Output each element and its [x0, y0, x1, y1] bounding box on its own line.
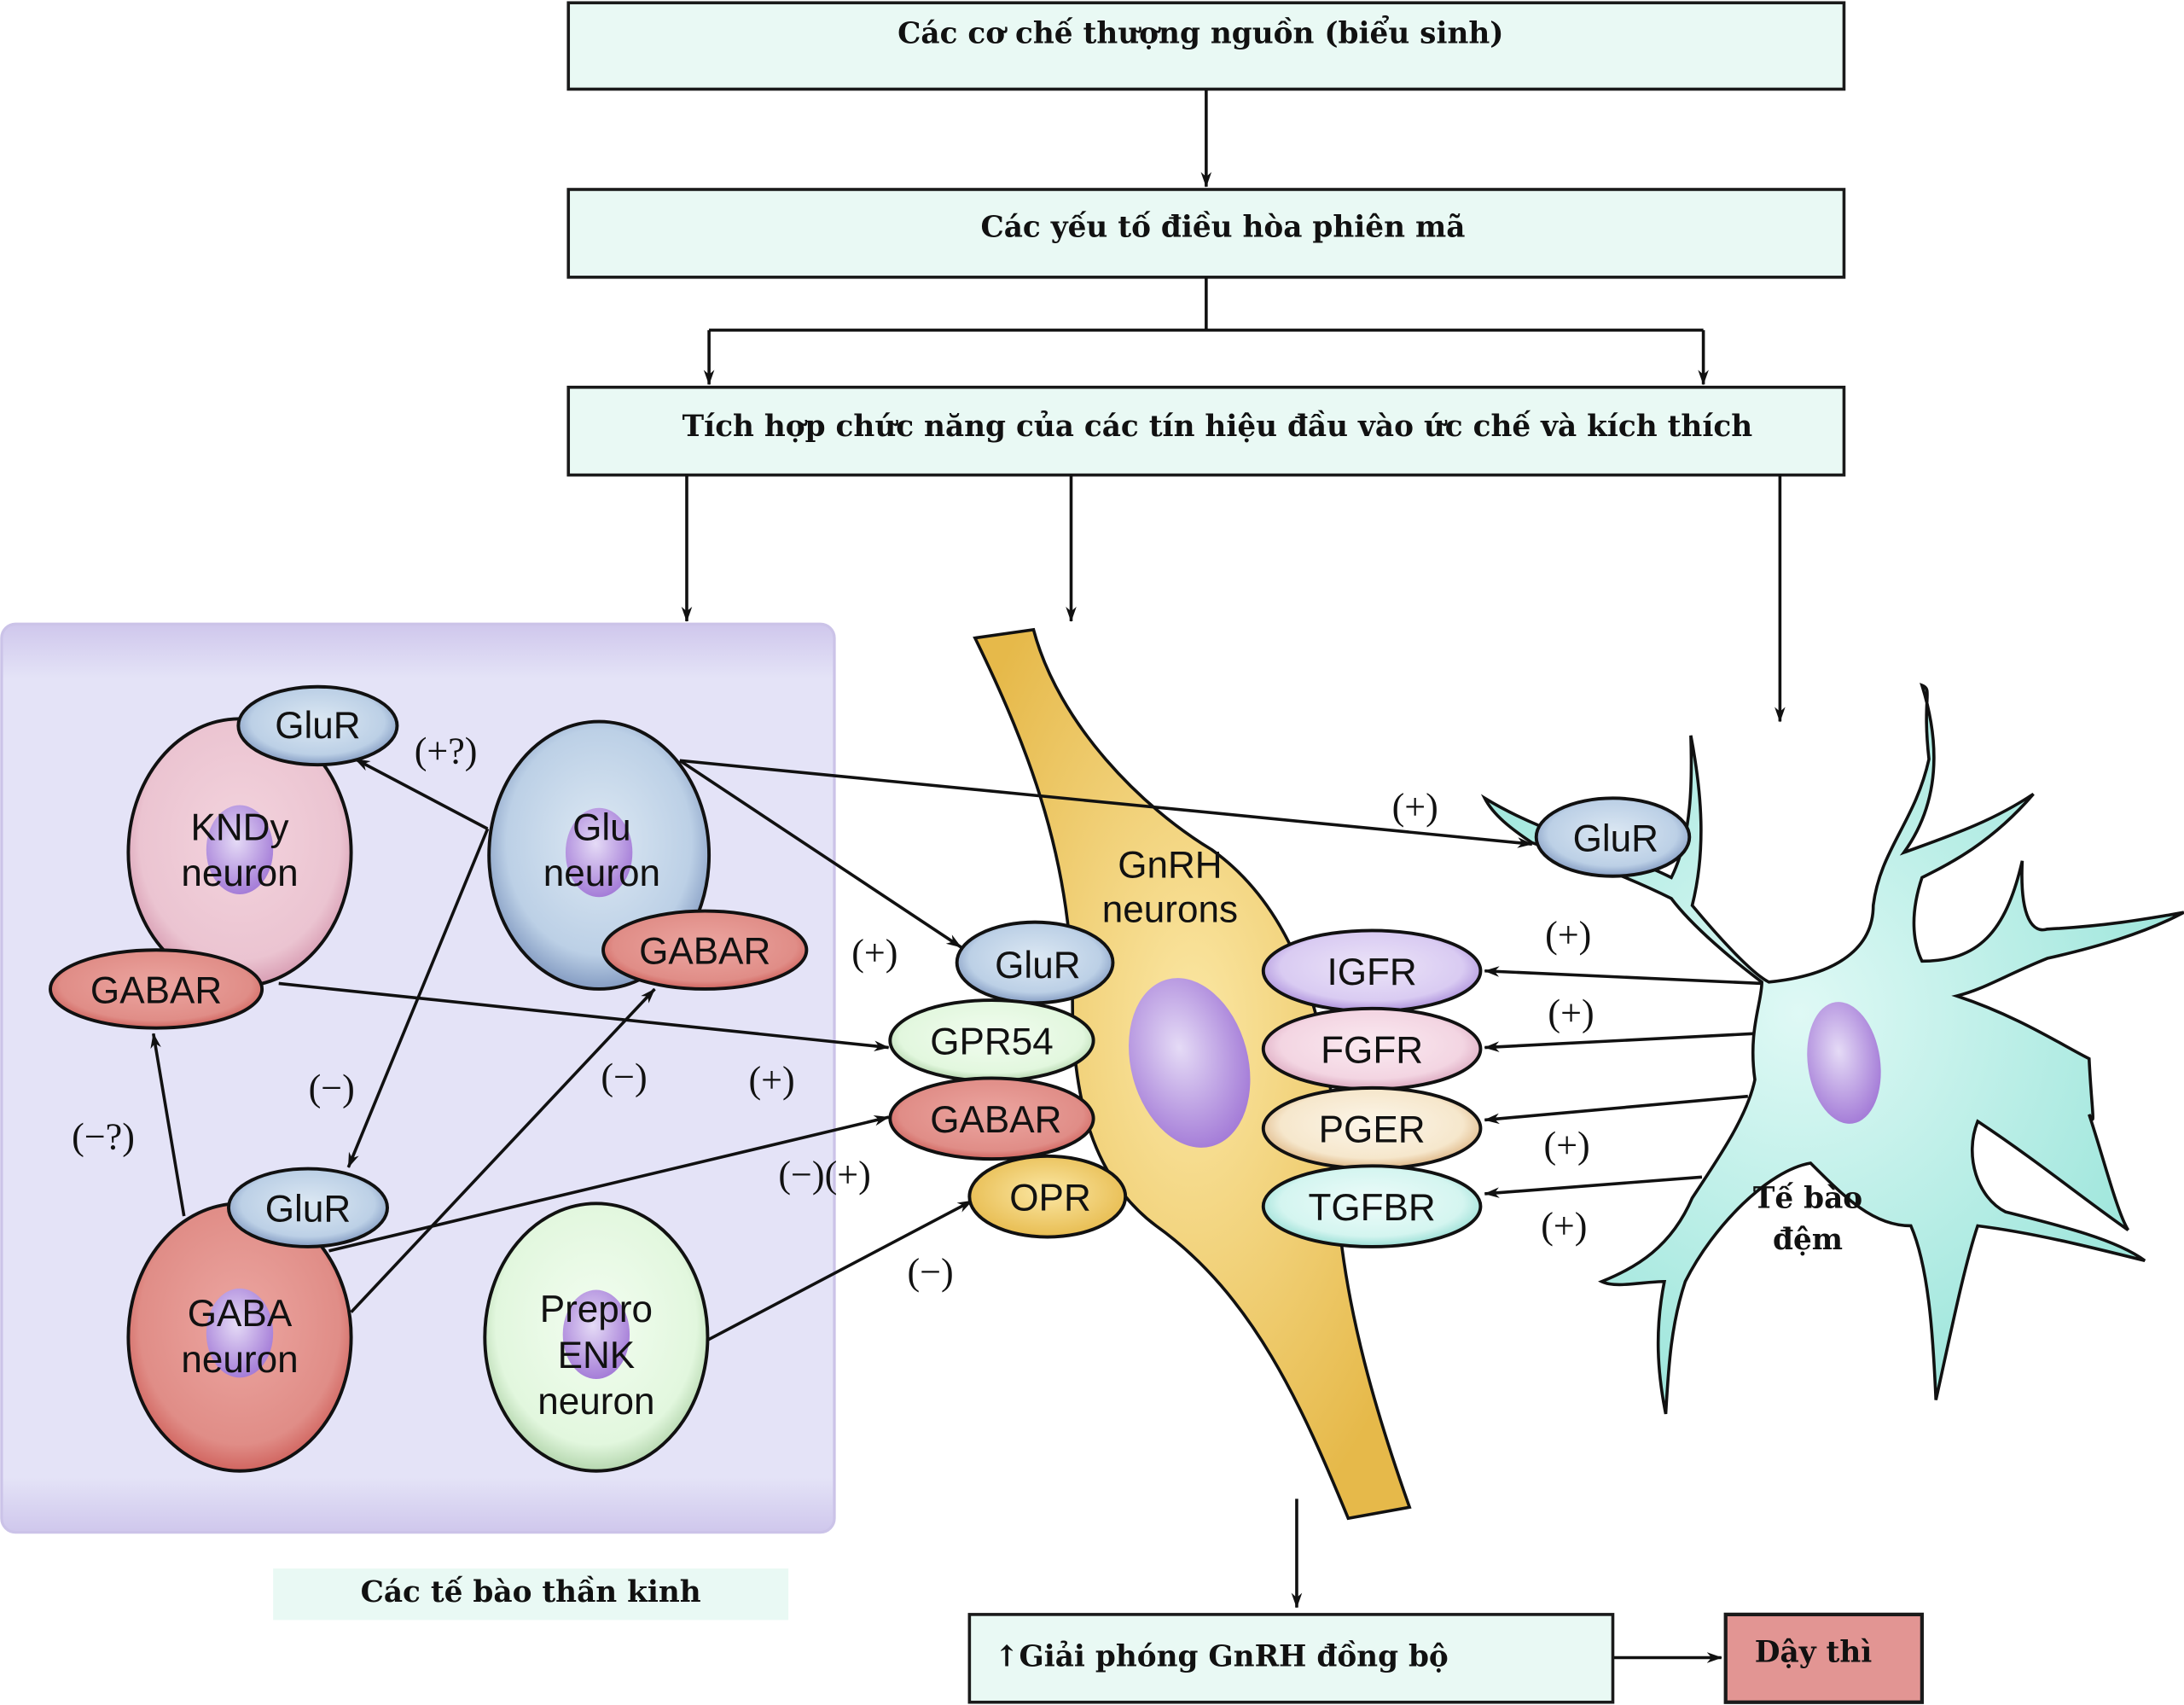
arrow-kndy-to-gpr54: [278, 981, 890, 1051]
signal-arrows: [150, 758, 1763, 1663]
svg-text:OPR: OPR: [1009, 1178, 1090, 1219]
sign-pger: (+): [1544, 1124, 1590, 1166]
svg-text:GluR: GluR: [275, 705, 360, 747]
sign-gaba-to-kndy: (−?): [72, 1116, 135, 1158]
gnrh-receptor-glur: GluR: [955, 920, 1115, 1005]
arrow-gaba-to-glu-gabar: [350, 987, 656, 1313]
sign-glu-to-gaba: (−): [309, 1068, 355, 1109]
arrow-transcription-to-integration: [703, 276, 1709, 386]
svg-text:GluR: GluR: [995, 945, 1080, 986]
gnrh-label-line1: GnRH: [1118, 844, 1222, 886]
arrow-glia-to-tgfbr: [1484, 1175, 1703, 1198]
gnrh-receptor-fgfr: FGFR: [1261, 1006, 1483, 1091]
svg-text:GABAR: GABAR: [90, 969, 222, 1011]
release-box: ↑Giải phóng GnRH đồng bộ: [967, 1613, 1615, 1704]
gnrh-receptor-opr: OPR: [967, 1154, 1128, 1239]
gaba-label-1: GABA: [188, 1293, 293, 1335]
arrow-glia-to-igfr: [1484, 966, 1763, 986]
kndy-label-1: KNDy: [190, 806, 288, 848]
glia-label-line1: Tế bào: [1753, 1181, 1862, 1215]
sign-glu-to-kndy: (+?): [415, 730, 478, 772]
release-box-label: ↑Giải phóng GnRH đồng bộ: [995, 1639, 1449, 1673]
arrow-glu-to-glia-glur: [679, 759, 1533, 848]
puberty-box: Dậy thì: [1723, 1612, 1925, 1704]
upstream-box-label: Các cơ chế thượng nguồn (biểu sinh): [897, 16, 1503, 51]
svg-text:GluR: GluR: [265, 1189, 351, 1231]
enk-label-3: neuron: [537, 1381, 654, 1423]
enk-label-1: Prepro: [540, 1289, 653, 1330]
receptor-kndy-gabar: GABAR: [49, 948, 264, 1030]
sign-tgfbr: (+): [1541, 1205, 1587, 1247]
svg-text:PGER: PGER: [1319, 1109, 1426, 1151]
puberty-box-label: Dậy thì: [1755, 1635, 1873, 1669]
svg-text:GABAR: GABAR: [639, 931, 770, 973]
arrow-enk-to-opr: [706, 1199, 973, 1341]
gaba-neuron: GABA neuron: [126, 1202, 353, 1473]
enk-nucleus: [562, 1289, 630, 1380]
gnrh-receptor-gabar: GABAR: [888, 1076, 1095, 1161]
svg-text:TGFBR: TGFBR: [1308, 1187, 1435, 1229]
svg-text:GPR54: GPR54: [930, 1021, 1054, 1063]
glia-label-line2: đệm: [1773, 1223, 1843, 1257]
enk-label-2: ENK: [558, 1335, 636, 1376]
neurons-caption-bg: [273, 1568, 789, 1621]
upstream-box: Các cơ chế thượng nguồn (biểu sinh): [566, 1, 1846, 91]
arrow-gaba-to-gnrh-gabar: [328, 1114, 890, 1253]
gnrh-nucleus: [1129, 978, 1251, 1148]
sign-kndy-to-gpr54: (+): [748, 1059, 794, 1101]
sign-igfr: (+): [1545, 914, 1591, 956]
transcription-box-label: Các yếu tố điều hòa phiên mã: [980, 210, 1465, 244]
gnrh-receptor-igfr: IGFR: [1261, 928, 1483, 1014]
gnrh-receptor-pger: PGER: [1261, 1085, 1483, 1171]
arrow-glia-to-fgfr: [1484, 1032, 1756, 1052]
gaba-nucleus: [206, 1288, 274, 1378]
neurons-caption: Các tế bào thần kinh: [361, 1575, 701, 1609]
receptor-kndy-glur: GluR: [236, 684, 399, 767]
sign-glu-to-gnrh-glur: (+): [851, 932, 897, 974]
transcription-box: Các yếu tố điều hòa phiên mã: [566, 188, 1846, 279]
glu-label-2: neuron: [543, 852, 660, 894]
svg-text:GABAR: GABAR: [930, 1099, 1061, 1141]
gaba-label-2: neuron: [181, 1339, 298, 1381]
arrow-glu-to-kndy-glur: [354, 758, 489, 830]
glia-receptor-glur: GluR: [1534, 796, 1692, 878]
sign-gaba-to-gnrh-gabar: (−)(+): [778, 1154, 870, 1196]
sign-enk-to-opr: (−): [908, 1251, 954, 1293]
svg-text:FGFR: FGFR: [1321, 1029, 1423, 1071]
sign-fgfr: (+): [1548, 992, 1594, 1033]
integration-box-label: Tích hợp chức năng của các tín hiệu đầu …: [682, 410, 1753, 444]
kndy-label-2: neuron: [181, 852, 298, 894]
enk-neuron: Prepro ENK neuron: [483, 1202, 710, 1473]
kndy-neuron: KNDy neuron: [126, 717, 353, 988]
gnrh-receptor-tgfbr: TGFBR: [1261, 1164, 1483, 1248]
sign-gaba-to-glu: (−): [601, 1056, 647, 1098]
receptor-glu-gabar: GABAR: [601, 909, 809, 991]
arrow-glu-to-gnrh-glur: [678, 759, 962, 949]
arrow-glia-to-pger: [1484, 1094, 1748, 1125]
glia-nucleus: [1807, 1002, 1881, 1124]
sign-glu-to-glia: (+): [1392, 786, 1438, 828]
receptor-gaba-glur: GluR: [226, 1167, 389, 1248]
arrow-gaba-to-kndy-gabar: [150, 1033, 186, 1217]
glu-label-1: Glu: [572, 806, 631, 848]
sign-labels: (+?) (−) (−) (−?) (+) (+) (−)(+) (−) (+)…: [72, 730, 1594, 1294]
integration-box: Tích hợp chức năng của các tín hiệu đầu …: [566, 385, 1846, 477]
svg-text:GluR: GluR: [1573, 818, 1658, 859]
glu-nucleus: [565, 807, 633, 898]
gnrh-receptor-gpr54: GPR54: [888, 998, 1095, 1083]
svg-text:IGFR: IGFR: [1327, 951, 1416, 993]
gnrh-label-line2: neurons: [1102, 889, 1238, 931]
kndy-nucleus: [206, 805, 274, 894]
